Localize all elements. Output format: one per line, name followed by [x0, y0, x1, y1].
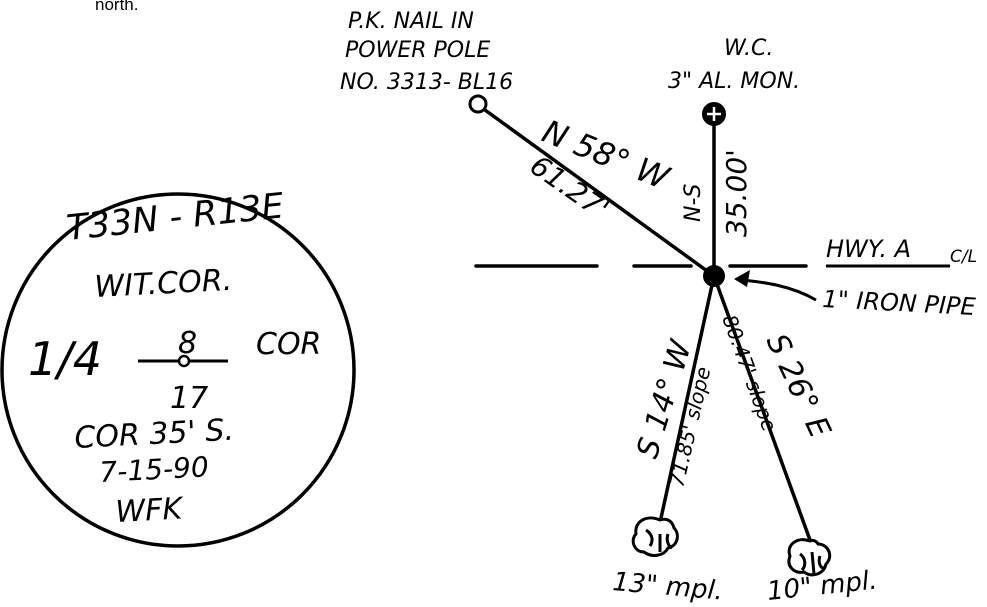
- disk-quarter: 1/4: [28, 332, 102, 386]
- iron-pipe-marker: [703, 265, 725, 287]
- 13in-maple-tree-icon: [631, 516, 679, 557]
- witness-corner-distance: 35.00': [720, 149, 753, 237]
- 10in-maple-tree-icon: [787, 538, 832, 577]
- line-to-13in-maple: [659, 274, 716, 520]
- witness-disk: T33N - R13E WIT.COR. 1/4 8 17 COR COR 35…: [0, 186, 356, 548]
- disk-cor: COR: [256, 327, 321, 362]
- line-to-pk-nail: [483, 108, 716, 278]
- disk-wit-cor: WIT.COR.: [94, 263, 233, 305]
- disk-section-point: [177, 354, 191, 368]
- disk-outline: [0, 192, 356, 548]
- witness-corner-label: W.C.: [724, 36, 773, 61]
- 13in-maple-label: 13" mpl.: [611, 567, 724, 607]
- disk-initials: WFK: [115, 491, 186, 530]
- witness-corner-bearing: N-S: [681, 184, 706, 222]
- pk-nail-label-line3: NO. 3313- BL16: [340, 70, 513, 95]
- pk-nail-marker: [468, 94, 488, 114]
- disk-date: 7-15-90: [99, 450, 210, 489]
- iron-pipe-arrow: [741, 278, 817, 302]
- highway-label: HWY. A: [826, 235, 911, 263]
- 10in-maple-label: 10" mpl.: [766, 566, 879, 607]
- disk-section-bottom: 17: [170, 381, 208, 416]
- tie-sketch: P.K. NAIL IN POWER POLE NO. 3313- BL16 W…: [340, 9, 977, 607]
- centerline-symbol: C/L: [950, 247, 977, 267]
- aluminum-monument-label: 3" AL. MON.: [668, 69, 800, 94]
- disk-section-top: 8: [178, 326, 197, 361]
- pk-nail-label-line1: P.K. NAIL IN: [348, 9, 474, 34]
- 10in-maple-distance: 80.47' slope: [717, 312, 781, 435]
- line-to-10in-maple: [712, 274, 812, 542]
- disk-cor-distance: COR 35' S.: [74, 413, 235, 456]
- iron-pipe-label: 1" IRON PIPE: [822, 285, 977, 321]
- pk-nail-label-line2: POWER POLE: [345, 38, 490, 63]
- iron-pipe-arrowhead: [734, 270, 750, 287]
- caption-fragment: north.: [95, 0, 138, 14]
